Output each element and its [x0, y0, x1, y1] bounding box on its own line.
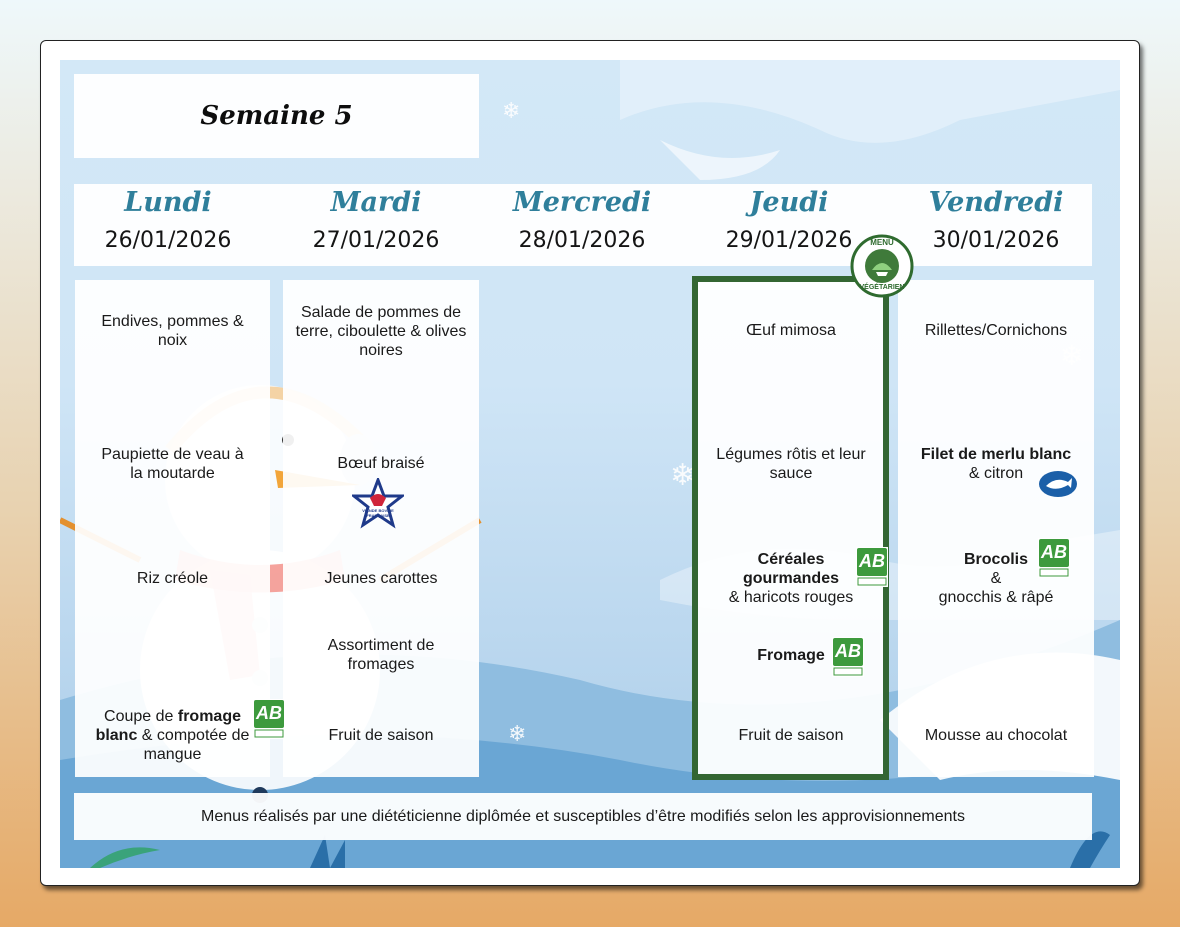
menu-column-mardi: Salade de pommes de terre, ciboulette & … — [283, 280, 479, 777]
ab-bio-icon — [254, 700, 284, 738]
ab-bio-logo: AB — [832, 637, 864, 677]
week-title: Semaine 5 — [74, 74, 479, 158]
vbf-star-icon — [349, 475, 407, 529]
dish-accompagnement-post: gnocchis & râpé — [938, 589, 1054, 606]
ab-bio-icon — [1039, 539, 1069, 577]
days-header — [74, 184, 1092, 266]
dish-accompagnement: Riz créole — [136, 570, 209, 587]
dish-dessert: Coupe de fromage blanc & compotée de man… — [75, 707, 270, 764]
dish-accompagnement-bold: Brocolis — [963, 551, 1028, 568]
day-header-mercredi: Mercredi 28/01/2026 — [482, 184, 682, 266]
snowflake-icon: ❄ — [502, 98, 521, 123]
ab-bio-logo: AB — [856, 547, 888, 587]
vegetarian-badge-icon — [850, 234, 914, 298]
ab-label: AB — [1041, 542, 1067, 562]
dish-accompagnement: Brocolis & gnocchis & râpé — [898, 550, 1094, 607]
dish-accompagnement-mid: & — [990, 570, 1002, 587]
dish-fromage: Fromage — [698, 646, 884, 665]
dish-fromage: Assortiment de fromages — [327, 637, 435, 673]
ab-bio-icon — [857, 548, 887, 586]
dish-plat-post: & citron — [968, 465, 1024, 482]
day-date: 27/01/2026 — [312, 228, 440, 253]
menu-column-vendredi: Rillettes/Cornichons Filet de merlu blan… — [898, 280, 1094, 777]
day-date: 26/01/2026 — [104, 228, 232, 253]
dish-accompagnement-bold: Céréales gourmandes — [742, 551, 839, 587]
snowflake-icon: ❄ — [508, 721, 527, 746]
ab-bio-logo: AB — [1038, 538, 1070, 578]
day-name: Lundi — [124, 187, 212, 218]
ab-bio-logo: AB — [253, 699, 285, 739]
dish-plat: Filet de merlu blanc & citron — [898, 445, 1094, 483]
footer-note: Menus réalisés par une diététicienne dip… — [74, 793, 1092, 840]
snowflake-icon: ❄ — [670, 459, 696, 492]
dish-plat: Paupiette de veau à la moutarde — [101, 446, 244, 482]
day-name: Vendredi — [928, 187, 1064, 218]
dish-plat: Bœuf braisé — [337, 455, 425, 472]
dish-entree: Œuf mimosa — [746, 322, 836, 339]
day-header-jeudi: Jeudi 29/01/2026 — [689, 184, 889, 266]
dish-dessert-bold: fromage blanc — [95, 708, 241, 744]
day-name: Jeudi — [749, 187, 829, 218]
day-header-lundi: Lundi 26/01/2026 — [68, 184, 268, 266]
dish-plat: Légumes rôtis et leur sauce — [716, 446, 866, 482]
day-header-vendredi: Vendredi 30/01/2026 — [896, 184, 1096, 266]
dish-dessert: Mousse au chocolat — [924, 727, 1068, 744]
vegetarian-menu-frame — [692, 276, 889, 780]
day-name: Mercredi — [512, 187, 652, 218]
vegetarian-menu-badge: MENU VÉGÉTARIEN — [850, 234, 914, 298]
dish-fromage-bold: Fromage — [757, 647, 825, 664]
dish-entree: Rillettes/Cornichons — [924, 322, 1068, 339]
ab-label: AB — [859, 551, 885, 571]
day-header-mardi: Mardi 27/01/2026 — [276, 184, 476, 266]
msc-sustainable-fish-logo — [1038, 470, 1078, 498]
dish-entree: Endives, pommes & noix — [101, 313, 244, 349]
day-date: 28/01/2026 — [518, 228, 646, 253]
fish-icon — [1039, 471, 1077, 497]
vegetarian-badge-top: MENU — [870, 238, 894, 247]
vegetarian-badge-bottom: VÉGÉTARIEN — [859, 284, 905, 291]
day-date: 30/01/2026 — [932, 228, 1060, 253]
dish-plat-bold: Filet de merlu blanc — [920, 446, 1072, 463]
day-date: 29/01/2026 — [725, 228, 853, 253]
day-name: Mardi — [330, 187, 422, 218]
dish-dessert-post: & compotée de mangue — [137, 727, 250, 763]
dish-accompagnement-post: & haricots rouges — [728, 589, 854, 606]
viande-bovine-francaise-logo: VIANDE BOVINE FRANÇAISE — [349, 475, 407, 530]
vbf-label: VIANDE BOVINE FRANÇAISE — [362, 508, 394, 518]
dish-accompagnement: Jeunes carottes — [324, 570, 438, 587]
menu-column-lundi: Endives, pommes & noix Paupiette de veau… — [75, 280, 270, 777]
menu-column-jeudi: Œuf mimosa Légumes rôtis et leur sauce C… — [698, 280, 884, 777]
dish-dessert: Fruit de saison — [328, 727, 434, 744]
dish-dessert-pre: Coupe de — [104, 708, 178, 725]
dish-accompagnement: Céréales gourmandes & haricots rouges — [698, 550, 884, 607]
ab-label: AB — [256, 703, 282, 723]
dish-entree: Salade de pommes de terre, ciboulette & … — [295, 304, 467, 359]
ab-bio-icon — [833, 638, 863, 676]
dish-dessert: Fruit de saison — [738, 727, 844, 744]
ab-label: AB — [835, 641, 861, 661]
